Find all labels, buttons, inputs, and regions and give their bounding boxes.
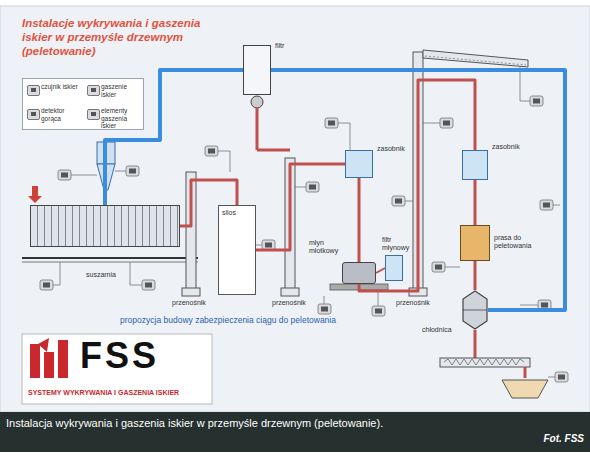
note: propozycja budowy zabezpieczenia ciągu d…	[120, 315, 336, 325]
screw-thread	[444, 359, 524, 365]
legend-text: czujnik iskier	[41, 83, 83, 91]
connector-line	[474, 261, 477, 290]
air-duct	[271, 70, 565, 310]
connector-line	[359, 80, 475, 291]
diagram-title: Instalacje wykrywania i gaszenia iskier …	[22, 16, 222, 58]
equipment-node: suszarnia	[30, 205, 180, 247]
equipment-label: silos	[222, 209, 254, 217]
equipment-label: prasa do peletowania	[494, 234, 540, 250]
conveyor-line	[22, 262, 198, 263]
equipment-node: zasobnik	[345, 150, 373, 178]
legend-swatch	[87, 109, 100, 120]
connector-line	[358, 178, 361, 262]
material-pipe	[359, 80, 475, 291]
hopper	[502, 380, 548, 398]
equipment-node: zasobnik	[462, 150, 488, 180]
legend-text: elementy gaszenia iskier	[101, 107, 143, 130]
conveyor-belt	[425, 56, 526, 65]
screw-conveyor	[440, 358, 530, 367]
part-label: przenośnik	[172, 299, 206, 307]
cooler-shape	[462, 290, 488, 330]
equipment-label: zasobnik	[377, 145, 417, 153]
rotary-valve	[251, 96, 263, 108]
material-pipe	[359, 178, 360, 262]
equipment-label: suszarnia	[86, 271, 136, 279]
legend-icon	[31, 112, 36, 116]
logo-mark	[30, 338, 68, 378]
material-pipe	[376, 268, 385, 273]
connector-line	[271, 70, 565, 310]
logo-text: FSS	[80, 336, 159, 376]
part-label: przenośnik	[272, 299, 306, 307]
logo-frame	[22, 334, 212, 404]
pipe	[524, 367, 527, 378]
equipment-label: filtr młynowy	[382, 236, 411, 252]
legend-swatch	[27, 109, 40, 120]
logo-subtitle: SYSTEMY WYKRYWANIA I GASZENIA ISKIER	[28, 388, 208, 397]
pipe	[474, 330, 477, 358]
equipment-node: silos	[218, 205, 256, 295]
equipment-label: zasobnik	[492, 143, 532, 151]
equipment-label: filtr	[275, 42, 297, 50]
pipe	[256, 108, 259, 150]
material-pipe	[475, 180, 476, 225]
equipment-node: filtr	[243, 45, 271, 95]
diagram-panel	[0, 6, 590, 412]
equipment-node: młyn młotkowy	[342, 262, 376, 284]
equipment-label: młyn młotkowy	[309, 239, 341, 255]
legend-box: czujnik iskier gaszenie iskier detektor go…	[22, 78, 144, 130]
inclined-conveyor	[423, 50, 528, 67]
part-label: przenośnik	[396, 299, 430, 307]
connector-line	[376, 268, 385, 273]
equipment-label: chłodnica	[422, 326, 460, 334]
inlet-arrow	[28, 186, 42, 203]
caption-bar	[0, 412, 590, 452]
equipment-node: prasa do peletowania	[460, 225, 490, 261]
connector-line	[474, 180, 477, 225]
legend-swatch	[87, 85, 100, 96]
legend-text: gaszenie iskier	[101, 83, 143, 98]
legend-swatch	[27, 85, 40, 96]
legend-icon	[91, 88, 96, 92]
legend-text: detektor gorąca	[41, 107, 83, 122]
legend-icon	[91, 112, 96, 116]
equipment-node: filtr młynowy	[385, 255, 403, 281]
conveyor-line	[22, 257, 198, 259]
bucket-elevator	[182, 52, 427, 296]
legend-icon	[31, 88, 36, 92]
equipment-node: chłodnica	[462, 290, 488, 330]
material-pipe	[475, 261, 476, 290]
connector-line	[256, 164, 345, 250]
photo-credit: Fot. FSS	[0, 433, 584, 445]
pipe	[257, 149, 290, 152]
material-pipe	[256, 164, 345, 250]
caption: Instalacja wykrywania i gaszenia iskier …	[6, 417, 586, 430]
